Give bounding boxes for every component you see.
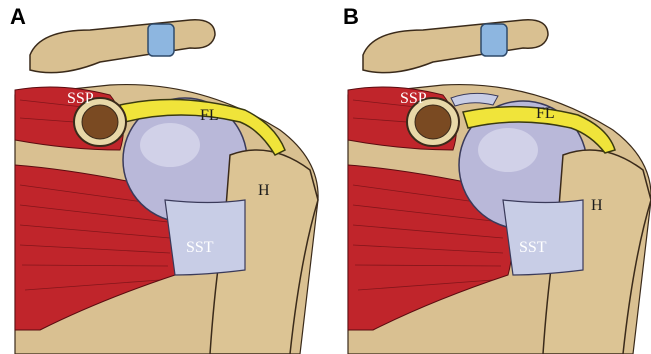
blue-band: [148, 24, 174, 56]
label-sst: SST: [186, 239, 214, 256]
upper-bone: [363, 20, 548, 73]
shoulder-illustration-a: SSP FL H SST: [0, 0, 320, 354]
upper-bone: [30, 20, 215, 73]
bone-marrow: [415, 105, 451, 139]
bone-marrow: [82, 105, 118, 139]
label-fl: FL: [200, 107, 219, 124]
label-ssp: SSP: [400, 90, 427, 107]
panel-letter: A: [10, 4, 26, 30]
label-ssp: SSP: [67, 90, 94, 107]
panel-b: SSP FL H SST B: [333, 0, 651, 354]
blue-band: [481, 24, 507, 56]
panel-letter: B: [343, 4, 359, 30]
label-fl: FL: [536, 105, 555, 122]
subscapularis-tendon: [503, 200, 583, 275]
label-h: H: [591, 197, 603, 214]
label-h: H: [258, 182, 270, 199]
label-sst: SST: [519, 239, 547, 256]
panel-a: SSP FL H SST A: [0, 0, 320, 354]
subscapularis-tendon: [165, 200, 245, 275]
shoulder-illustration-b: SSP FL H SST: [333, 0, 651, 354]
